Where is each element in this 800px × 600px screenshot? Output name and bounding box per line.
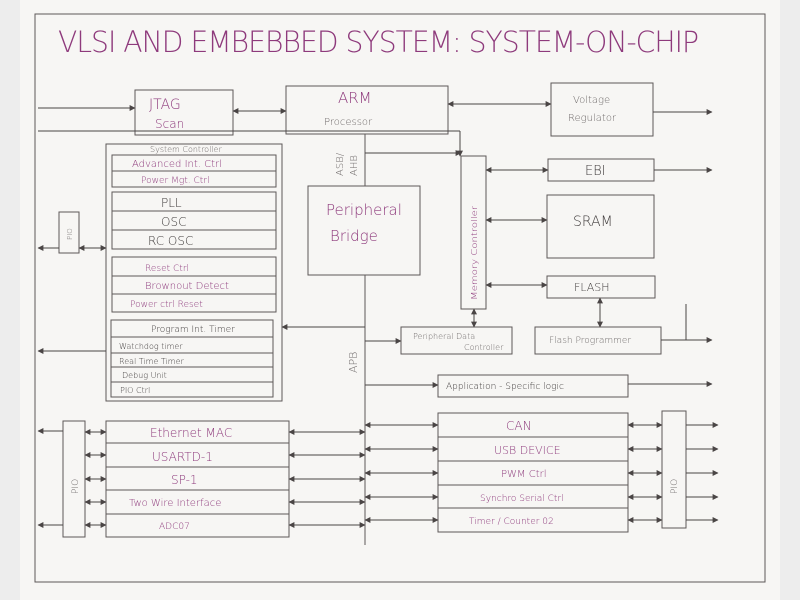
sc-advanced-int: Advanced Int. Ctrl [132, 159, 222, 170]
flash-programmer-label: Flash Programmer [549, 336, 631, 346]
jtag-label: JTAG [149, 97, 181, 113]
sc-group-timers [110, 319, 274, 398]
sc-brownout: Brownout Detect [145, 281, 229, 292]
right-periph-synchro: Synchro Serial Ctrl [480, 494, 564, 504]
pio-left-bottom-label: PIO [71, 479, 81, 494]
memory-controller-label: Memory Controller [470, 205, 479, 300]
voltage-label: Voltage [573, 95, 610, 106]
diagram-title: VLSI AND EMBEBBED SYSTEM: SYSTEM-ON-CHIP [58, 25, 698, 59]
sc-rc-osc: RC OSC [148, 234, 193, 248]
peripheral-bridge-label-2: Bridge [330, 227, 378, 245]
sc-group-reset [111, 256, 277, 313]
system-controller-outer [105, 143, 283, 402]
outer-border [34, 13, 766, 583]
left-periph-twi: Two Wire Interface [129, 498, 221, 509]
sc-watchdog: Watchdog timer [119, 342, 183, 351]
sc-debug-unit: Debug Unit [122, 371, 167, 380]
left-periph-adc: ADC07 [159, 522, 190, 532]
sram-box [546, 194, 655, 259]
ahb-label: AHB [349, 155, 360, 176]
sc-osc: OSC [161, 215, 186, 229]
processor-label: Processor [324, 117, 373, 128]
sc-group-clocks [111, 191, 277, 250]
asb-label: ASB/ [335, 152, 346, 176]
voltage-box [550, 82, 654, 137]
scan-label: Scan [155, 117, 184, 131]
sc-title: System Controller [150, 145, 222, 154]
pio-right-box [661, 410, 687, 529]
right-periph-can: CAN [506, 419, 532, 433]
sc-reset-ctrl: Reset Ctrl [145, 264, 189, 274]
pio-right-label: PIO [670, 479, 680, 494]
apb-label: APB [347, 352, 360, 373]
sram-label: SRAM [573, 214, 613, 230]
peripheral-data-label-1: Peripheral Data [413, 332, 475, 341]
left-periph-sp: SP-1 [171, 473, 198, 487]
flash-label: FLASH [574, 281, 610, 294]
peripheral-bridge-box [307, 185, 421, 276]
regulator-label: Regulator [568, 113, 617, 124]
right-periph-pwm: PWM Ctrl [501, 469, 547, 480]
arm-label: ARM [338, 89, 372, 107]
pio-left-top-box [58, 211, 80, 254]
peripheral-bridge-label-1: Peripheral [326, 201, 402, 219]
right-periph-usb: USB DEVICE [494, 444, 561, 457]
sc-pio-ctrl: PIO Ctrl [120, 386, 150, 395]
left-periph-usart: USARTD-1 [152, 450, 213, 464]
ebi-label: EBI [585, 164, 606, 179]
left-periph-ethernet: Ethernet MAC [150, 426, 232, 440]
sc-power-mgt: Power Mgt. Ctrl [141, 176, 210, 186]
sc-real-time-timer: Real Time Timer [119, 357, 184, 366]
app-logic-label: Application - Specific logic [446, 382, 564, 392]
sc-program-int-timer: Program Int. Timer [151, 325, 235, 335]
right-periph-timer: Timer / Counter 02 [469, 517, 554, 527]
pio-left-top-label: PIO [66, 228, 74, 240]
peripheral-data-label-2: Controller [464, 343, 504, 352]
sc-power-reset: Power ctrl Reset [130, 300, 203, 310]
sc-pll: PLL [161, 196, 182, 210]
